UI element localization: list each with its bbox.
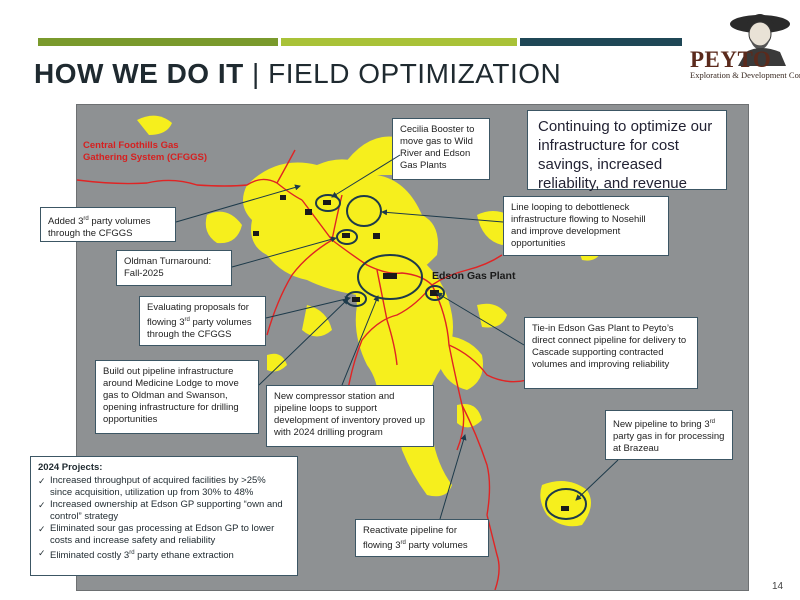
cecilia-callout: Cecilia Booster to move gas to Wild Rive… <box>392 118 490 180</box>
third-party-cfggs-callout: Added 3rd party volumes through the CFGG… <box>40 207 176 242</box>
projects-list: ✓Increased throughput of acquired facili… <box>38 475 290 562</box>
checkmark-icon: ✓ <box>38 524 46 534</box>
new-pipeline-callout: New pipeline to bring 3rd party gas in f… <box>605 410 733 460</box>
line-looping-callout: Line looping to debottleneck infrastruct… <box>503 196 669 256</box>
header-bar-lightgreen <box>281 38 517 46</box>
checkmark-icon: ✓ <box>38 548 46 558</box>
edson-gas-plant-label: Edson Gas Plant <box>432 270 516 282</box>
checkmark-icon: ✓ <box>38 476 46 486</box>
build-out-callout: Build out pipeline infrastructure around… <box>95 360 259 434</box>
projects-2024-box: 2024 Projects: ✓Increased throughput of … <box>30 456 298 576</box>
list-item: ✓Increased throughput of acquired facili… <box>38 475 266 498</box>
tie-in-callout: Tie-in Edson Gas Plant to Peyto’s direct… <box>524 317 698 389</box>
projects-heading: 2024 Projects: <box>38 462 103 473</box>
oldman-callout: Oldman Turnaround: Fall-2025 <box>116 250 232 286</box>
summary-callout: Continuing to optimize our infrastructur… <box>527 110 727 211</box>
header-bar-green <box>38 38 278 46</box>
reactivate-callout: Reactivate pipeline for flowing 3rd part… <box>355 519 489 557</box>
compressor-callout: New compressor station and pipeline loop… <box>266 385 434 447</box>
peyto-logo-icon <box>730 14 790 66</box>
header-bar-navy <box>520 38 682 46</box>
list-item: ✓Eliminated costly 3rd party ethane extr… <box>38 548 234 562</box>
list-item: ✓Eliminated sour gas processing at Edson… <box>38 523 275 546</box>
evaluating-callout: Evaluating proposals for flowing 3rd par… <box>139 296 266 346</box>
logo-subtitle: Exploration & Development Corp. <box>690 70 800 80</box>
cfggs-label: Central Foothills Gas Gathering System (… <box>83 140 208 163</box>
page-number: 14 <box>772 581 784 592</box>
logo-name: PEYTO <box>690 47 772 72</box>
list-item: ✓Increased ownership at Edson GP support… <box>38 499 283 522</box>
checkmark-icon: ✓ <box>38 500 46 510</box>
page-title: HOW WE DO IT | FIELD OPTIMIZATION <box>34 58 562 89</box>
